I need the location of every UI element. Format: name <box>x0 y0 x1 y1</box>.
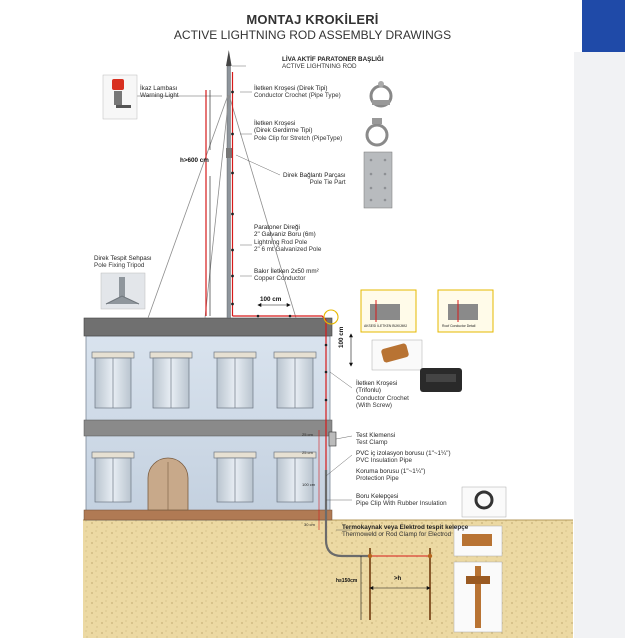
side-spacing-arrow <box>349 333 353 367</box>
pole-tie-photo <box>363 151 393 209</box>
tripod-photo <box>100 272 146 310</box>
test-clamp-photo <box>420 368 462 392</box>
roof-slab <box>83 317 333 337</box>
pipe-clip-photo <box>461 486 507 518</box>
mast-clips <box>231 90 328 402</box>
label-protect: Koruma borusu (1"~1¼")Protection Pipe <box>356 468 426 483</box>
label-ground-h: h≥150cm <box>336 578 358 584</box>
page-side-strip <box>574 52 625 638</box>
page-title: MONTAJ KROKİLERİ <box>246 12 379 27</box>
label-dim-30: 30 cm <box>304 522 315 527</box>
roof-spacing-arrow <box>257 303 291 307</box>
floor-slab <box>83 419 333 437</box>
ground-dimension <box>360 556 431 620</box>
lightning-rod-pole <box>226 65 231 319</box>
leader-lines <box>232 65 353 531</box>
label-roof-detail-1: AKSESİ İLETKEN BÜKÜMÜ <box>364 324 407 328</box>
height-dimension <box>209 90 211 316</box>
label-height: h>600 cm <box>180 157 209 164</box>
label-dim-25a: 25 cm <box>302 432 313 437</box>
page-subtitle: ACTIVE LIGHTNING ROD ASSEMBLY DRAWINGS <box>173 28 452 42</box>
label-dim-100: 100 cm <box>302 482 316 487</box>
label-spacing-side: 100 cm <box>338 326 345 348</box>
thermoweld-photos <box>453 525 503 633</box>
label-trifonlu: İletken Kroşesi(Trifonlu)Conductor Croch… <box>356 380 409 410</box>
label-crochet-pipe: İletken Kroşesi (Direk Tipi)Conductor Cr… <box>254 85 341 100</box>
guy-wires <box>147 94 297 319</box>
roof-edge-highlight <box>323 309 339 325</box>
pole-clip-photo <box>365 118 389 147</box>
label-ground-gap: >h <box>394 576 402 582</box>
building-base <box>83 509 333 521</box>
label-pvc: PVC iç izolasyon borusu (1"~1¼")PVC Insu… <box>356 450 451 465</box>
warning-light-photo <box>102 74 138 120</box>
label-thermoweld: Termokaynak veya Elektrod tespit kelepçe… <box>342 524 469 539</box>
pole-tie-joint <box>226 148 232 158</box>
roof-detail-box-1 <box>360 289 417 333</box>
lower-windows <box>91 451 317 503</box>
corner-brand-bar <box>582 0 625 52</box>
upper-windows <box>91 351 317 409</box>
label-roof-detail-2: Roof Conductor Detail <box>442 324 476 328</box>
label-pole-clip: İletken Kroşesi(Direk Gerdirme Tipi)Pole… <box>254 120 343 142</box>
roof-detail-box-2 <box>437 289 494 333</box>
label-dim-25b: 25 cm <box>302 450 313 455</box>
ground-electrodes <box>369 548 431 620</box>
protection-pipe <box>324 470 370 558</box>
pipe-crochet-photo <box>369 81 393 108</box>
test-clamp <box>328 431 337 447</box>
rod-head <box>226 50 232 66</box>
trifonlu-crochet-photo <box>371 339 423 371</box>
label-spacing-top: 100 cm <box>260 296 282 303</box>
